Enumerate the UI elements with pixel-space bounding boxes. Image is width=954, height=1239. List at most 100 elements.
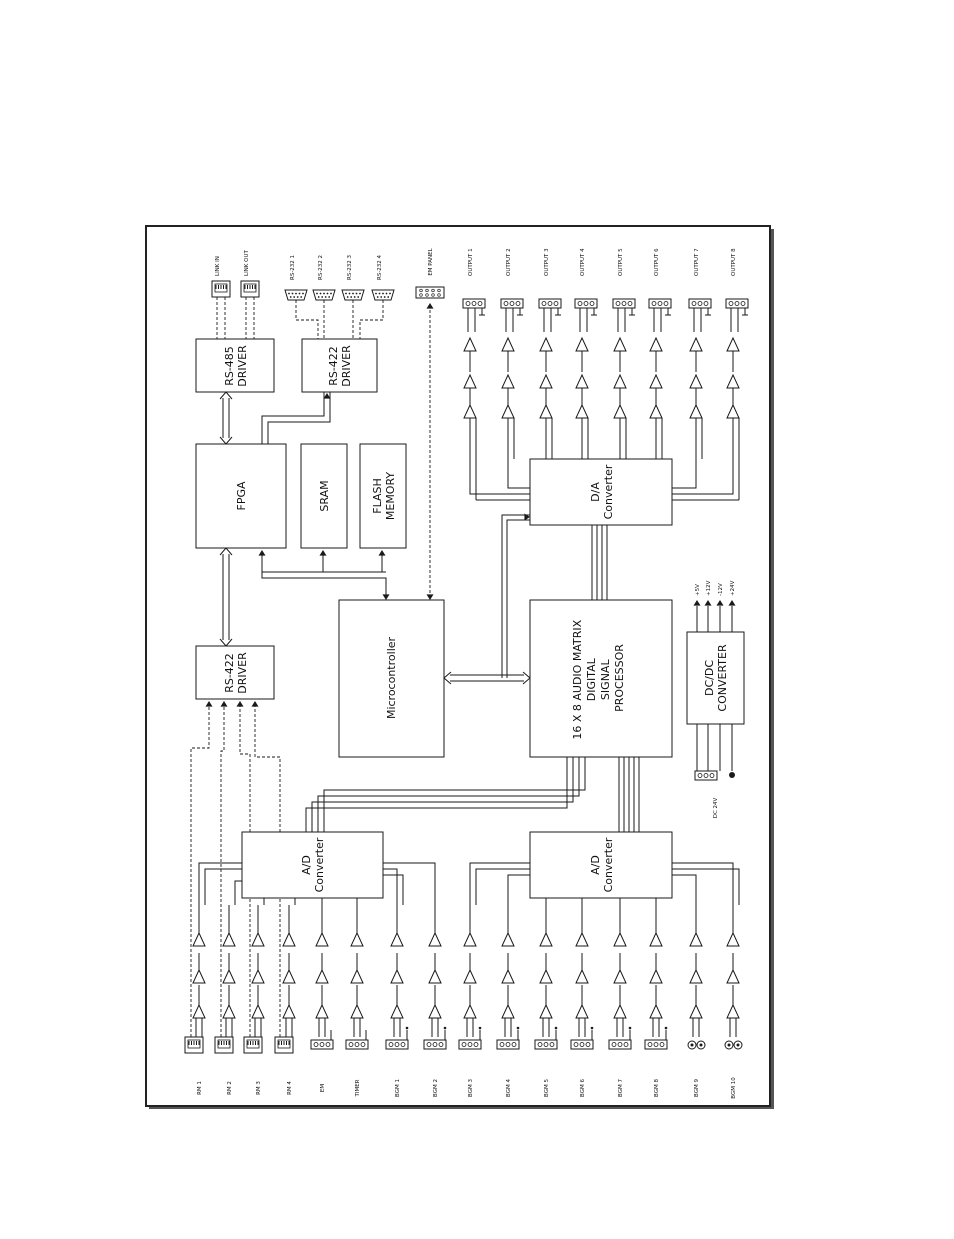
terminal-screw: [503, 301, 509, 306]
input-buffer-1: [726, 1003, 740, 1019]
input-ground-dot: [628, 1026, 632, 1030]
power-rail-arrow: [716, 600, 724, 606]
micro-mem-arrow: [382, 594, 390, 600]
rs422-top-arrow: [323, 393, 331, 399]
terminal-screw: [659, 1042, 665, 1047]
input-buffer-1: [350, 1003, 364, 1019]
input-buffer-2: [350, 968, 364, 984]
terminal-screw: [354, 1042, 360, 1047]
db9-pin: [357, 296, 360, 298]
input-rj45-1: [184, 1036, 204, 1054]
ad-converter-left-block: [241, 831, 384, 899]
input-terminal-11: [534, 1039, 558, 1050]
db9-pin: [289, 296, 292, 298]
da-converter-block: [529, 458, 673, 526]
terminal-screw: [426, 1042, 432, 1047]
db9-pin: [383, 296, 386, 298]
input-label-7: BGM 1: [395, 1079, 401, 1097]
input-label-9: BGM 3: [468, 1079, 474, 1097]
input-buffer-2: [315, 968, 329, 984]
terminal-screw: [703, 773, 709, 778]
fpga-mem-arrow: [258, 550, 266, 556]
input-buffer-3: [501, 931, 515, 947]
terminal-screw: [553, 301, 559, 306]
input-rj45-3: [243, 1036, 263, 1054]
link-port-label-1: LINK IN: [215, 256, 221, 276]
terminal-screw: [617, 1042, 623, 1047]
input-buffer-1: [222, 1003, 236, 1019]
em-panel-pin: [437, 288, 441, 293]
terminal-screw: [691, 301, 697, 306]
em-panel-pin: [419, 293, 423, 297]
db9-pin: [319, 292, 322, 295]
output-buffer-3: [539, 403, 553, 419]
input-buffer-3: [689, 931, 703, 947]
terminal-screw: [547, 301, 553, 306]
dc-input-terminal: [694, 770, 718, 781]
ad-converter-left-label: A/DConverter: [300, 837, 326, 892]
input-label-6: TIMER: [355, 1079, 361, 1097]
da-fan-wire: [469, 418, 530, 495]
terminal-screw: [583, 301, 589, 306]
output-label-2: OUTPUT 2: [506, 248, 512, 276]
input-terminal-7: [385, 1039, 409, 1050]
db9-pin: [288, 292, 290, 295]
terminal-screw: [709, 773, 715, 778]
terminal-screw: [611, 1042, 617, 1047]
rs422-top-driver-label: RS-422DRIVER: [327, 345, 353, 387]
output-buffer-1: [539, 336, 553, 352]
em-panel-pin: [419, 288, 423, 293]
sram-label: SRAM: [318, 480, 331, 511]
input-terminal-9: [458, 1039, 482, 1050]
input-buffer-1: [315, 1003, 329, 1019]
da-fan-wire: [672, 418, 697, 489]
ground-symbol: [729, 772, 735, 778]
terminal-screw: [728, 301, 734, 306]
fpga-block: [195, 443, 287, 549]
output-buffer-2: [501, 373, 515, 389]
db9-pin: [293, 296, 296, 298]
input-rca-16: [724, 1040, 743, 1050]
terminal-screw: [394, 1042, 400, 1047]
input-rca-15: [687, 1040, 706, 1050]
rs232-connector-2: [312, 289, 336, 301]
db9-pin: [302, 292, 304, 295]
link-port-jack-1: [211, 280, 231, 298]
dcdc-converter-block: [686, 631, 745, 725]
input-label-15: BGM 9: [694, 1079, 700, 1097]
input-buffer-3: [192, 931, 206, 947]
terminal-screw: [647, 1042, 653, 1047]
da-fan-wire: [507, 418, 530, 489]
input-label-3: RM 3: [256, 1081, 262, 1095]
db9-pin: [295, 292, 297, 295]
rca-centre: [727, 1043, 731, 1047]
output-label-5: OUTPUT 5: [618, 248, 624, 276]
em-panel-pin: [431, 288, 435, 293]
input-label-14: BGM 8: [654, 1079, 660, 1097]
db9-pin: [376, 296, 379, 298]
terminal-screw: [388, 1042, 394, 1047]
dsp-label: 16 X 8 AUDIO MATRIX DIGITAL SIGNAL PROCE…: [571, 616, 626, 739]
flash-memory-block: [359, 443, 407, 549]
terminal-screw: [465, 301, 471, 306]
link-port-label-2: LINK OUT: [244, 249, 250, 276]
rm-dashed-wire: [190, 705, 210, 1037]
input-buffer-2: [726, 968, 740, 984]
sram-block: [300, 443, 348, 549]
dsp-adleft-line: [311, 757, 574, 832]
input-buffer-3: [251, 931, 265, 947]
output-buffer-3: [689, 403, 703, 419]
adright-fan-wire: [672, 868, 740, 905]
em-panel-connector: [415, 286, 445, 299]
terminal-screw: [467, 1042, 473, 1047]
double-arrow-shaft: [222, 398, 230, 438]
input-buffer-2: [649, 968, 663, 984]
rs232-dashed-wire: [359, 300, 384, 339]
adleft-fan-wire: [383, 874, 404, 905]
db9-shell: [312, 289, 336, 301]
db9-pin: [385, 292, 388, 295]
em-panel-pin: [425, 293, 429, 297]
input-rj45-4: [274, 1036, 294, 1054]
flash-memory-label: FLASHMEMORY: [371, 472, 397, 521]
